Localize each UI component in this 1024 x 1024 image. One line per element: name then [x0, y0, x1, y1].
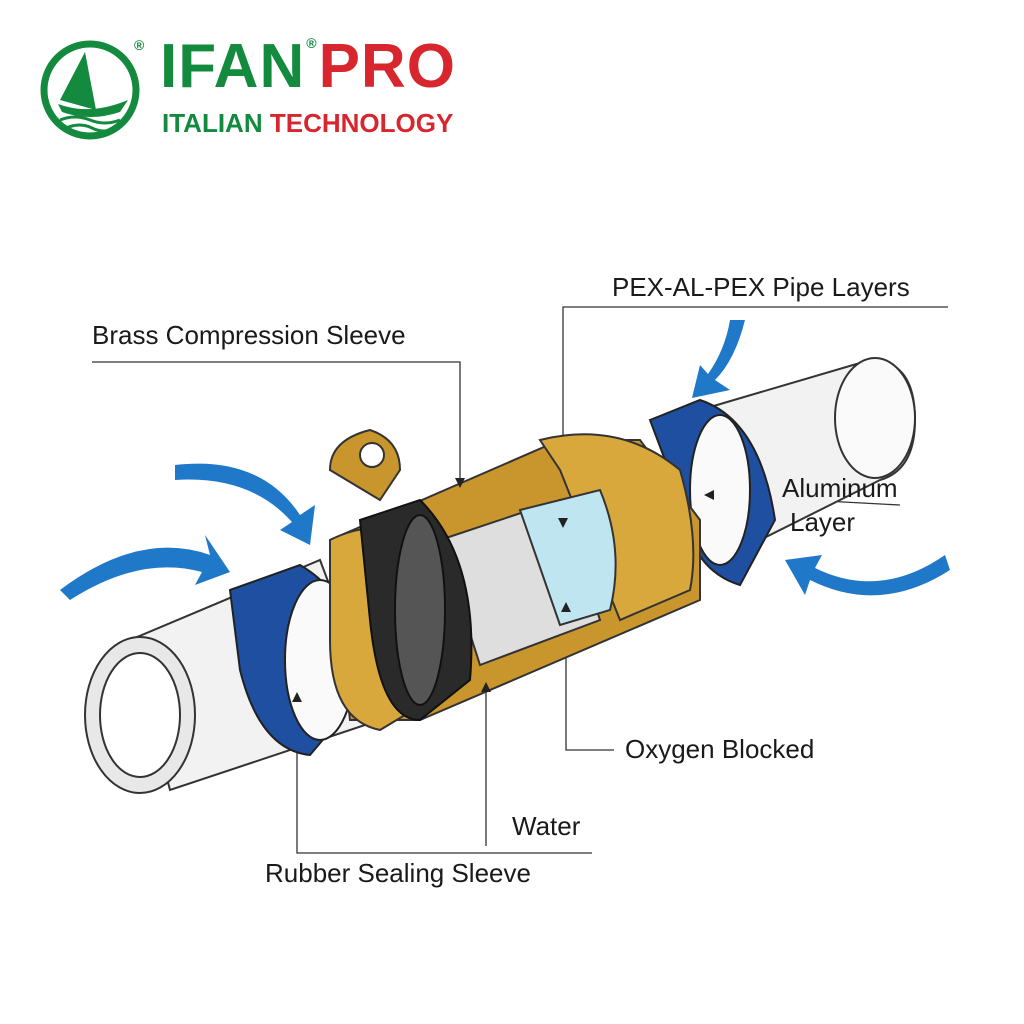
- label-rubber-sleeve: Rubber Sealing Sleeve: [265, 858, 531, 888]
- leader-arrowheads: [292, 478, 714, 702]
- logo-brand-green: IFAN: [160, 32, 306, 101]
- logo-wordmark: IFAN®PRO: [160, 36, 456, 98]
- label-aluminum-line1: Aluminum: [782, 473, 898, 503]
- label-brass-sleeve: Brass Compression Sleeve: [92, 320, 406, 350]
- registered-mark: ®: [306, 35, 317, 51]
- logo-tagline: ITALIAN TECHNOLOGY: [162, 110, 453, 136]
- label-pex-layers: PEX-AL-PEX Pipe Layers: [612, 272, 910, 302]
- label-water: Water: [512, 811, 581, 841]
- registered-mark: ®: [134, 37, 145, 53]
- label-aluminum-line2: Layer: [790, 507, 856, 537]
- label-oxygen-blocked: Oxygen Blocked: [625, 734, 815, 764]
- logo-emblem-icon: [40, 40, 140, 140]
- pressure-arrows-icon: [60, 320, 950, 600]
- logo-brand-red: PRO: [318, 32, 456, 101]
- tagline-red: TECHNOLOGY: [269, 108, 454, 138]
- rubber-sealing-sleeve: [358, 498, 473, 722]
- inner-pipe-window: [438, 488, 617, 667]
- tagline-green: ITALIAN: [162, 108, 263, 138]
